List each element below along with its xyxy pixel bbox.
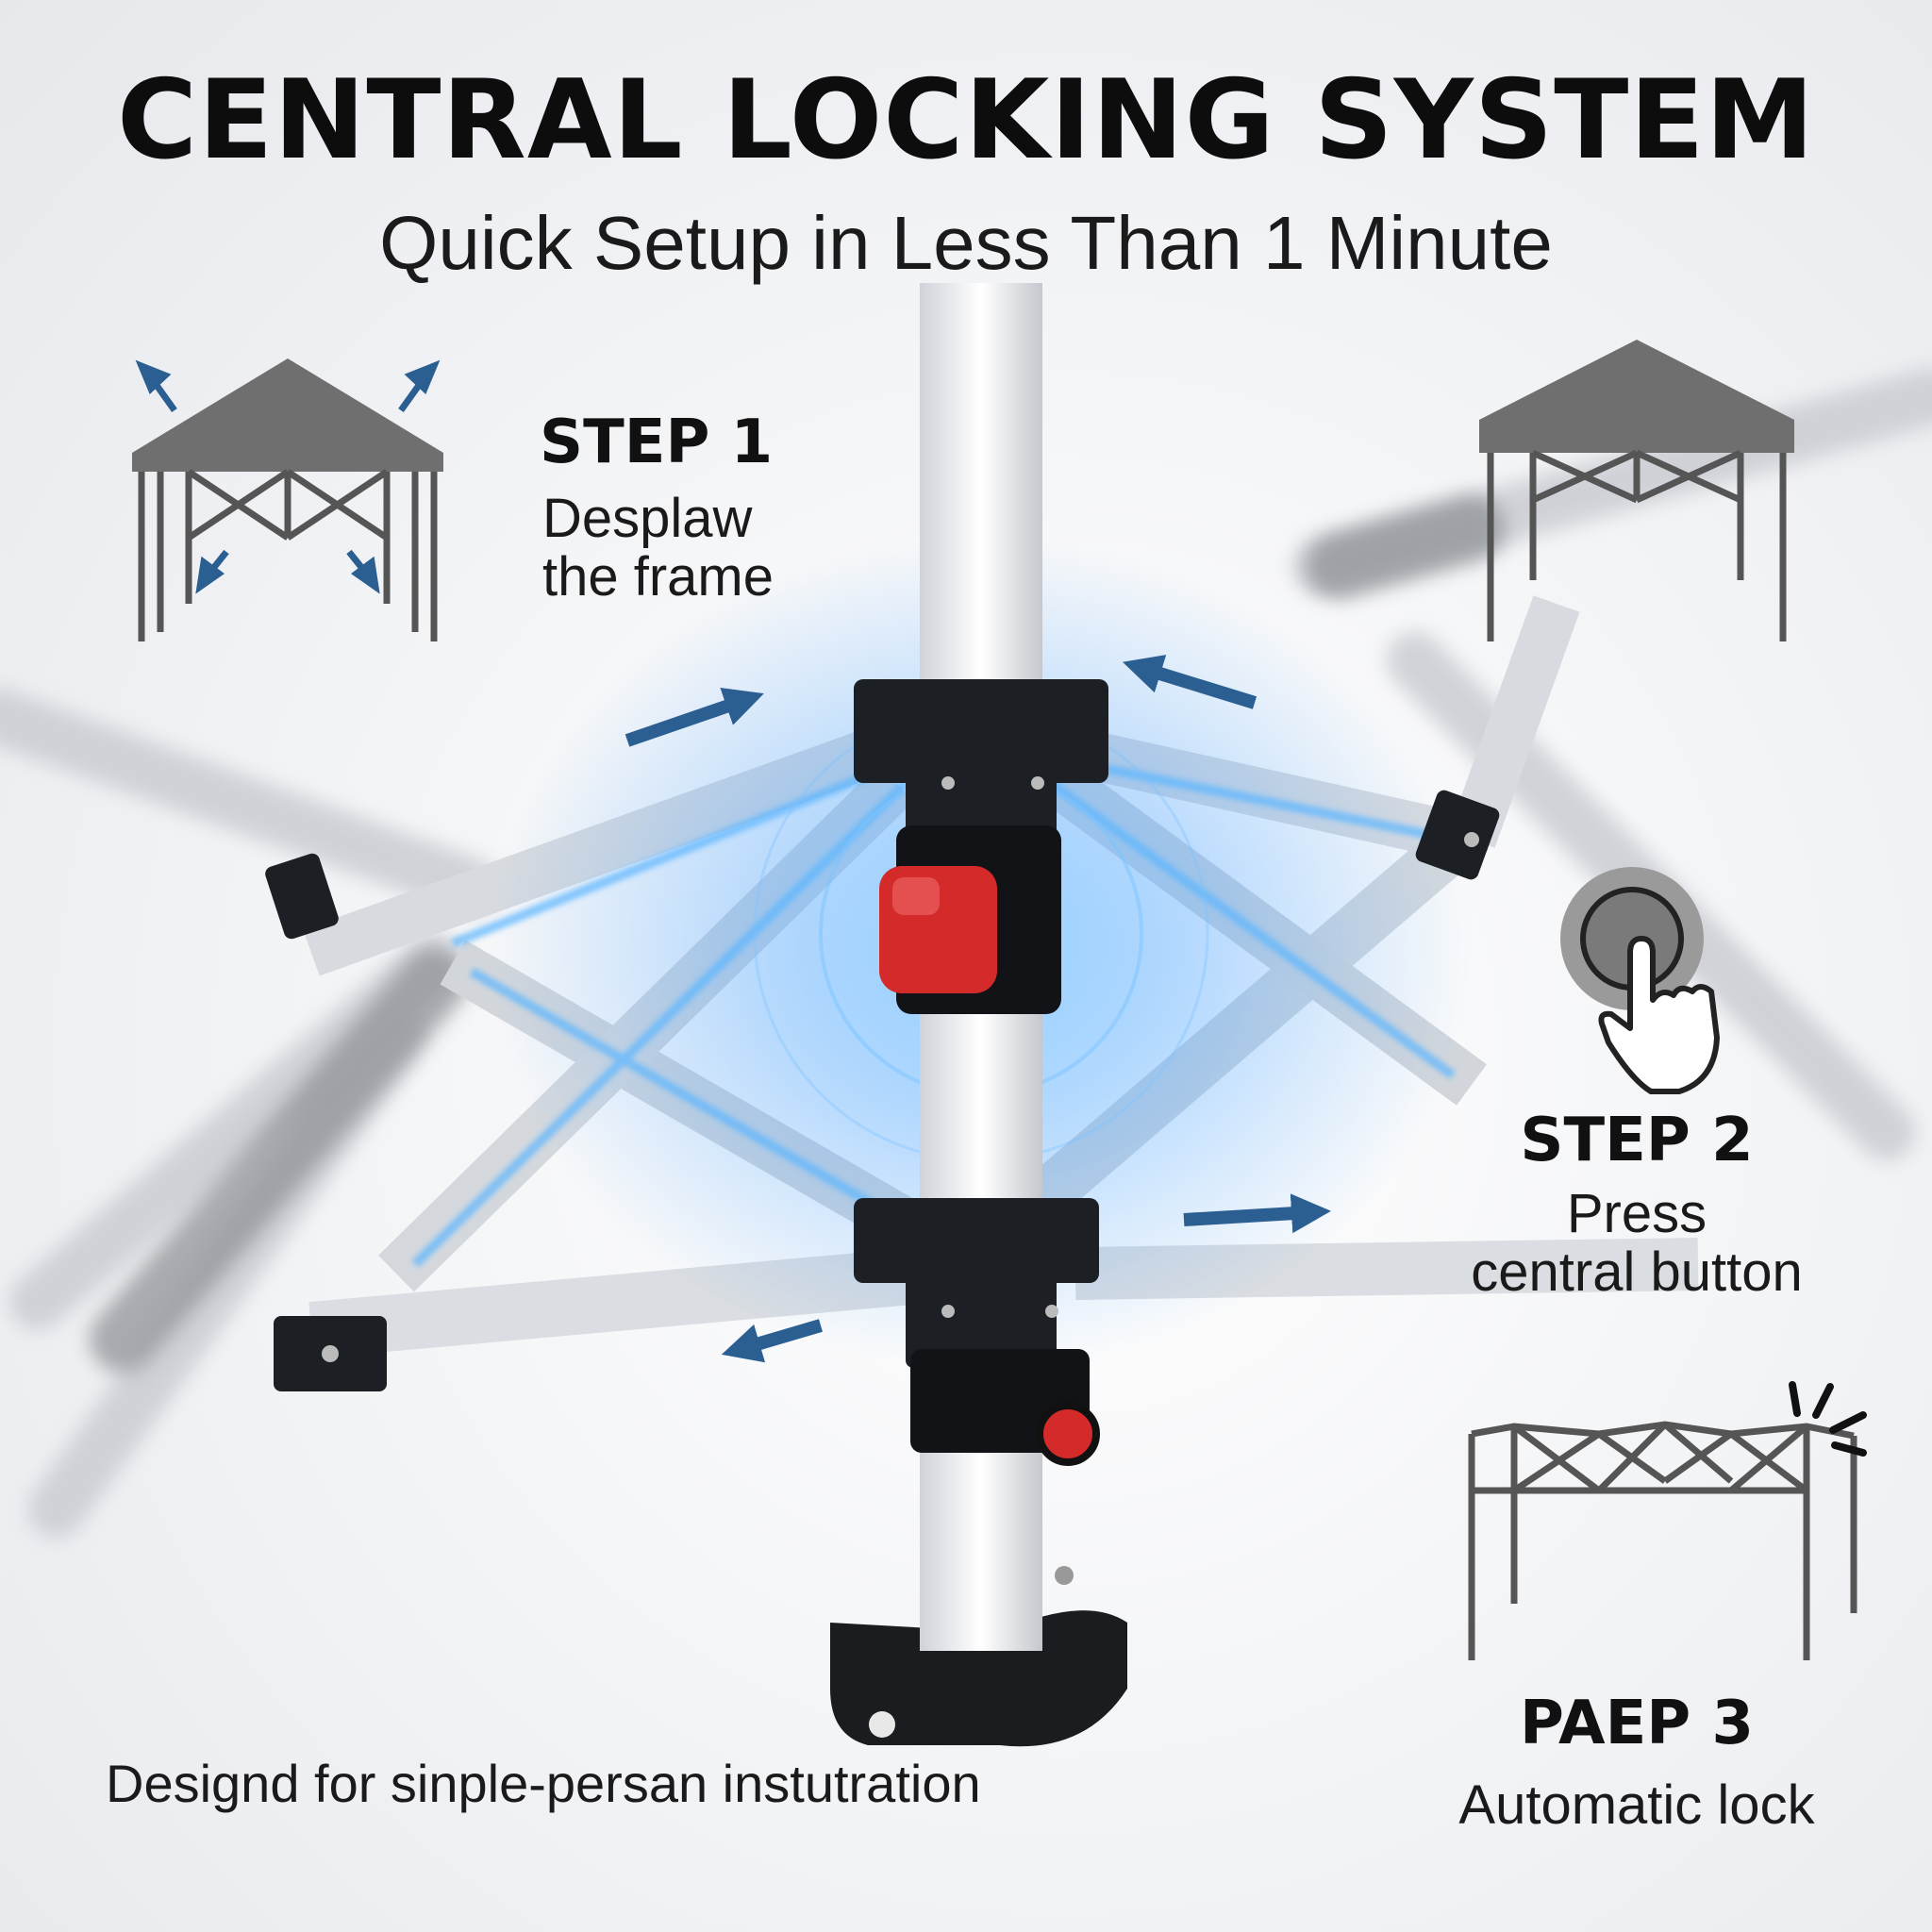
red-lock-knob bbox=[1036, 1402, 1100, 1466]
step-3-line1: Automatic lock bbox=[1458, 1774, 1815, 1836]
step-3-title: PAEP 3 bbox=[1520, 1689, 1754, 1758]
step-1-title: STEP 1 bbox=[540, 408, 774, 477]
frame-lock-icon bbox=[1468, 1381, 1867, 1660]
blurred-frame-dark bbox=[90, 495, 1505, 1373]
step-2-title: STEP 2 bbox=[1520, 1106, 1754, 1175]
page-subtitle: Quick Setup in Less Than 1 Minute bbox=[379, 201, 1553, 285]
page-title: CENTRAL LOCKING SYSTEM bbox=[116, 57, 1816, 184]
frame-clamps bbox=[265, 790, 1500, 1391]
canopy-expand-icon bbox=[132, 358, 443, 641]
step-1-line2: the frame bbox=[542, 546, 774, 608]
foot-plate bbox=[830, 1547, 1127, 1747]
press-button-icon bbox=[1560, 867, 1720, 1094]
step-2-line2: central button bbox=[1471, 1241, 1803, 1303]
direction-arrows bbox=[625, 655, 1331, 1363]
step-1-line1: Desplaw bbox=[542, 488, 753, 549]
canopy-closed-icon bbox=[1479, 340, 1794, 641]
step-2-line1: Press bbox=[1566, 1183, 1707, 1244]
footer-note: Designd for sinple-persan instutration bbox=[106, 1754, 981, 1813]
